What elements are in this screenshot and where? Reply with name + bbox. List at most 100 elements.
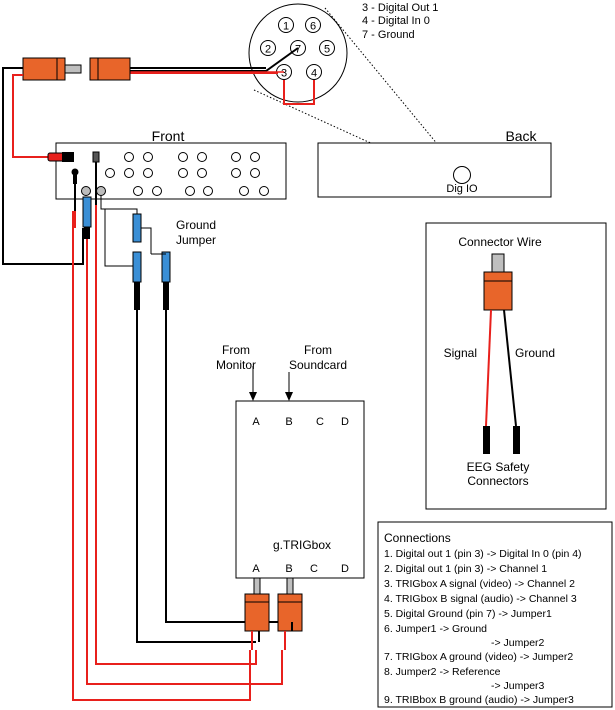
front-panel: Front: [55, 128, 287, 200]
front-label: Front: [152, 128, 185, 144]
svg-text:Connectors: Connectors: [467, 474, 528, 488]
jack-hole: [178, 168, 188, 178]
wire-red-pin3-pin4: [283, 80, 315, 105]
din-connector: 1 6 2 7 5 3 4: [248, 3, 348, 103]
wire-red: [485, 309, 492, 427]
connection-item: 3. TRIGbox A signal (video) -> Channel 2: [384, 578, 575, 590]
wire-red: [95, 205, 257, 665]
din-pin-legend: 3 - Digital Out 1 4 - Digital In 0 7 - G…: [362, 2, 438, 41]
legend-line: 3 - Digital Out 1: [362, 2, 438, 14]
wire-red: [12, 74, 50, 158]
plug: [483, 271, 513, 311]
dig-io-label: Dig IO: [446, 183, 478, 195]
legend-line: 4 - Digital In 0: [362, 15, 430, 27]
dig-io-port: [453, 166, 471, 184]
svg-text:6: 6: [310, 21, 316, 33]
din-pin: 6: [305, 17, 321, 33]
connections-box: [377, 521, 613, 708]
connector-wire-box: [425, 222, 607, 510]
plug: [244, 593, 270, 632]
jumper-connector: [161, 251, 171, 283]
svg-text:Monitor: Monitor: [216, 358, 256, 372]
eeg-connector: [483, 426, 490, 454]
connection-item: 1. Digital out 1 (pin 3) -> Digital In 0…: [384, 548, 582, 560]
back-panel-body: [317, 142, 552, 198]
jack-hole: [143, 152, 153, 162]
top-cable: [22, 47, 299, 81]
svg-text:From: From: [304, 343, 332, 357]
trigbox-body: [235, 400, 365, 579]
trigbox-port: C: [310, 563, 318, 575]
jumper-connector: [132, 213, 142, 243]
trigbox: From Monitor From Soundcard A B C D g.TR…: [216, 343, 365, 650]
jack-hole: [197, 168, 207, 178]
jack-hole: [124, 168, 134, 178]
connection-item: 9. TRIBbox B ground (audio) -> Jumper3: [384, 694, 574, 706]
front-connectors: Ground Jumper: [47, 151, 216, 310]
long-wires: [72, 205, 289, 701]
jack-hole: [197, 152, 207, 162]
connection-item: 6. Jumper1 -> Ground: [384, 623, 487, 635]
trigbox-port: B: [285, 416, 292, 428]
ground-jumper-label: Jumper: [176, 233, 216, 247]
wire-black: [130, 47, 299, 72]
plug: [22, 57, 66, 81]
jack-hole: [259, 186, 269, 196]
connections-list: Connections 1. Digital out 1 (pin 3) -> …: [377, 521, 613, 708]
jack-hole: [143, 168, 153, 178]
trigbox-port: C: [316, 416, 324, 428]
svg-text:From: From: [222, 343, 250, 357]
svg-text:2: 2: [265, 44, 271, 56]
trigbox-port: A: [252, 416, 260, 428]
jack-hole: [250, 152, 260, 162]
svg-text:EEG Safety: EEG Safety: [467, 460, 530, 474]
connector-wire-legend: Connector Wire Signal Ground EEG Safety …: [425, 222, 607, 510]
jack-hole: [239, 186, 249, 196]
svg-text:5: 5: [324, 44, 330, 56]
connection-item: -> Jumper2: [491, 637, 545, 649]
plug-pin: [64, 64, 82, 74]
connection-item: -> Jumper3: [491, 680, 545, 692]
wire-black: [2, 67, 84, 265]
connection-item: 7. TRIGbox A ground (video) -> Jumper2: [384, 651, 573, 663]
back-panel: Back Dig IO: [317, 128, 552, 198]
connector-wire-title: Connector Wire: [458, 235, 542, 249]
connections-title: Connections: [384, 531, 451, 545]
jack-hole: [105, 168, 115, 178]
jumper-connector: [132, 251, 142, 283]
wire-red: [86, 239, 283, 685]
trigbox-port: D: [341, 563, 349, 575]
wire-black: [503, 309, 517, 427]
wire-black: [136, 310, 256, 643]
ground-label: Ground: [515, 346, 555, 360]
jack-hole: [231, 168, 241, 178]
connection-item: 5. Digital Ground (pin 7) -> Jumper1: [384, 608, 552, 620]
svg-text:Soundcard: Soundcard: [289, 358, 347, 372]
signal-label: Signal: [444, 346, 477, 360]
svg-text:4: 4: [311, 68, 317, 80]
ground-jumper-label: Ground: [176, 218, 216, 232]
jack-hole: [250, 168, 260, 178]
din-pin: 5: [319, 40, 335, 56]
legend-line: 7 - Ground: [362, 29, 415, 41]
jack-hole: [178, 152, 188, 162]
wire-red: [72, 211, 251, 701]
din-pin: 2: [260, 40, 276, 56]
jack-hole: [152, 186, 162, 196]
connection-item: 8. Jumper2 -> Reference: [384, 666, 501, 678]
svg-text:3: 3: [281, 68, 287, 80]
jack-hole: [231, 152, 241, 162]
connection-item: 4. TRIGbox B signal (audio) -> Channel 3: [384, 593, 577, 605]
svg-text:7: 7: [295, 44, 301, 56]
jack-hole: [124, 152, 134, 162]
trigbox-port: D: [341, 416, 349, 428]
eeg-connector: [513, 426, 520, 454]
jack-hole: [203, 186, 213, 196]
connection-item: 2. Digital out 1 (pin 3) -> Channel 1: [384, 563, 547, 575]
back-label: Back: [505, 128, 537, 144]
din-pin: 1: [278, 17, 294, 33]
front-holes: [105, 152, 269, 196]
din-pin: 4: [306, 64, 322, 80]
jack-hole: [185, 186, 195, 196]
